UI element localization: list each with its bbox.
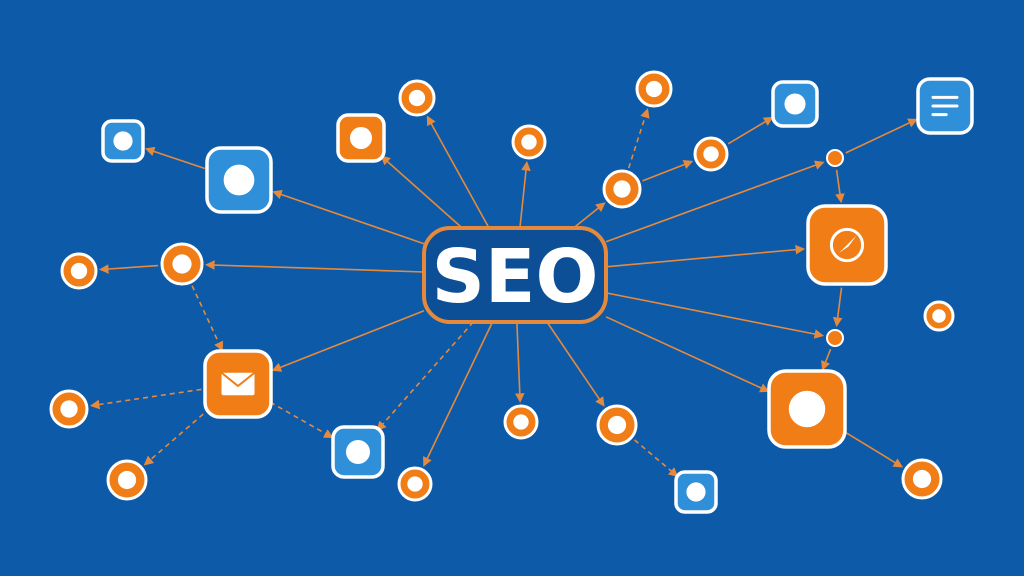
connector-line	[605, 292, 825, 339]
circle-icon	[172, 254, 192, 274]
connector-line	[633, 439, 679, 478]
compass-node	[806, 204, 888, 286]
connector-line	[821, 348, 832, 371]
connector-line	[842, 430, 904, 468]
circle-icon	[645, 80, 663, 98]
circle-icon	[686, 482, 706, 502]
circle-icon	[607, 415, 627, 435]
node-blue-bottom-right	[674, 470, 718, 514]
node-blue-far-left	[101, 119, 145, 163]
connector-line	[845, 118, 918, 154]
node-orange-dot-bottom-center	[503, 404, 539, 440]
connector-line	[605, 244, 806, 268]
node-blue-bottom-left	[331, 425, 385, 479]
connector-line	[642, 160, 694, 182]
connector-line	[546, 321, 605, 407]
connector-line	[835, 169, 845, 204]
seo-hub-box	[422, 226, 608, 324]
circle-icon	[784, 93, 806, 115]
connector-line	[98, 264, 159, 274]
connector-line	[426, 115, 490, 229]
node-orange-dot-top-right	[635, 70, 673, 108]
seo-hub: SEO	[422, 226, 608, 324]
connector-line	[271, 310, 425, 372]
connector-line	[205, 260, 425, 273]
orange-dot	[826, 149, 844, 167]
node-orange-dot-right	[693, 136, 729, 172]
circle-icon	[703, 146, 719, 162]
document-icon	[931, 95, 959, 117]
seo-hub-label: SEO	[432, 234, 599, 320]
circle-icon	[912, 469, 932, 489]
node-orange-dot-bottom-center-right	[596, 404, 638, 446]
circle-icon	[513, 414, 529, 430]
node-orange-dot-mid-right	[602, 169, 642, 209]
orange-dot	[826, 329, 844, 347]
connector-line	[191, 285, 224, 352]
node-orange-dot-top	[398, 79, 436, 117]
node-blue-left	[205, 146, 273, 214]
node-orange-dot-far-left-mid	[49, 389, 89, 429]
circle-icon	[613, 180, 631, 198]
connector-line	[272, 189, 425, 245]
circle-icon	[70, 262, 88, 280]
circle-icon	[113, 131, 133, 151]
connector-line	[423, 321, 494, 467]
connector-line	[144, 146, 206, 170]
circle-icon	[60, 400, 78, 418]
connector-line	[727, 116, 774, 145]
connector-line	[605, 160, 825, 243]
node-orange-dot-far-right	[923, 300, 955, 332]
circle-icon	[349, 126, 373, 150]
circle-icon	[407, 476, 423, 492]
node-tiny-orange-right-lower	[826, 329, 844, 347]
circle-icon	[788, 390, 826, 428]
node-orange-tile-big-right	[767, 369, 847, 449]
connector-line	[380, 155, 463, 229]
mail-node	[203, 349, 273, 419]
node-tiny-orange-right	[826, 149, 844, 167]
circle-icon	[117, 470, 137, 490]
circle-icon	[932, 309, 946, 323]
connector-line	[627, 108, 650, 169]
circle-icon	[223, 164, 255, 196]
orange-tile	[806, 204, 888, 286]
node-orange-dot-upper-center	[511, 124, 547, 160]
mail-icon	[220, 371, 256, 396]
document-node	[916, 77, 974, 135]
circle-icon	[346, 440, 370, 464]
node-orange-dot-bottom	[397, 466, 433, 502]
node-orange-dot-bottom-right	[901, 458, 943, 500]
connector-line	[376, 321, 474, 432]
node-orange-dot-left	[160, 242, 204, 286]
circle-icon	[408, 89, 426, 107]
connector-line	[269, 401, 334, 439]
compass-icon	[829, 227, 865, 263]
connector-line	[605, 316, 770, 393]
connector-line	[519, 160, 531, 229]
connector-line	[89, 388, 202, 410]
node-layer	[49, 70, 974, 514]
connector-line	[832, 287, 843, 328]
connector-line	[514, 321, 525, 403]
circle-icon	[521, 134, 537, 150]
node-blue-top-right	[771, 80, 819, 128]
node-orange-dot-far-left-bottom	[106, 459, 148, 501]
node-orange-tile-left-top	[336, 113, 386, 163]
connector-line	[572, 202, 606, 229]
connector-lines	[89, 108, 918, 478]
node-orange-dot-far-left-top	[60, 252, 98, 290]
